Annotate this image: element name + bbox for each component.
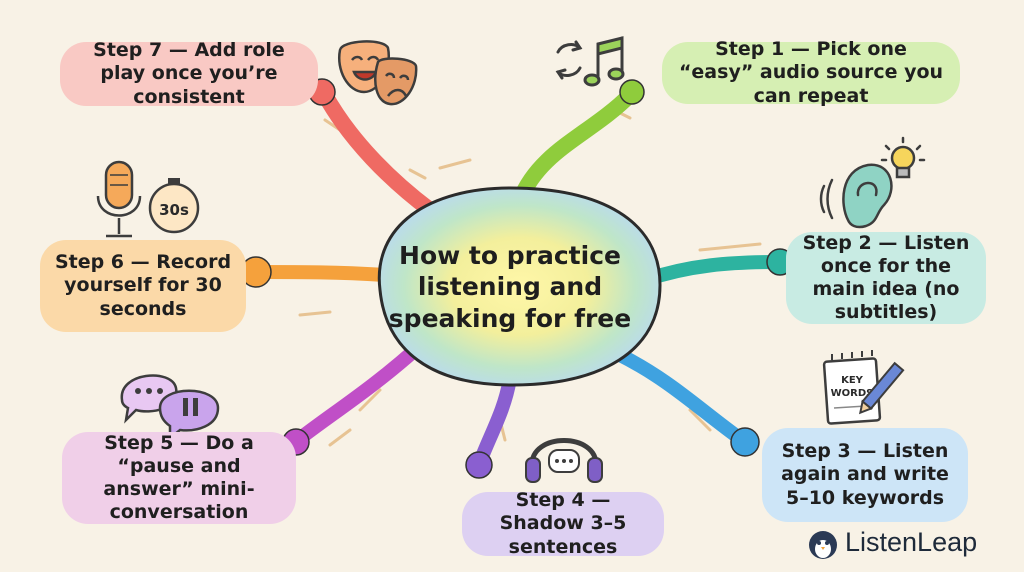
step-3-label: Step 3 — Listen again and write 5–10 key… bbox=[762, 428, 968, 522]
branch-step-4 bbox=[473, 371, 517, 469]
node-step-3 bbox=[730, 427, 760, 457]
brand: ListenLeap bbox=[808, 527, 977, 558]
headphones-icon bbox=[525, 438, 603, 483]
node-step-1 bbox=[619, 79, 645, 105]
branch-step-2 bbox=[638, 255, 785, 287]
theater-masks-icon bbox=[337, 40, 418, 106]
central-topic-title: How to practice listening and speaking f… bbox=[388, 241, 632, 333]
brand-logo-icon bbox=[809, 531, 837, 559]
step-1-label: Step 1 — Pick one “easy” audio source yo… bbox=[662, 38, 960, 107]
keywords-line-2: WORDS bbox=[831, 388, 874, 399]
microphone-timer-icon: 30s bbox=[96, 160, 200, 238]
branch-step-5 bbox=[291, 343, 422, 447]
brand-name: ListenLeap bbox=[845, 527, 978, 557]
timer-label: 30s bbox=[159, 201, 189, 219]
step-4-label: Step 4 — Shadow 3–5 sentences bbox=[462, 489, 664, 558]
branch-step-6 bbox=[251, 265, 392, 282]
central-topic-blob bbox=[377, 186, 662, 387]
step-5-label: Step 5 — Do a “pause and answer” mini-co… bbox=[62, 432, 296, 524]
node-step-4 bbox=[465, 451, 493, 479]
branch-step-3 bbox=[613, 348, 749, 447]
music-note-repeat-icon bbox=[555, 36, 625, 87]
chat-pause-icon bbox=[120, 374, 220, 441]
branch-step-7 bbox=[317, 87, 438, 218]
pause-bubble-icon bbox=[158, 389, 220, 441]
keywords-line-1: KEY bbox=[841, 375, 864, 386]
step-6-label: Step 6 — Record yourself for 30 seconds bbox=[40, 240, 246, 332]
step-7-label: Step 7 — Add role play once you’re consi… bbox=[60, 39, 318, 108]
keywords-notepad-icon: KEY WORDS bbox=[822, 350, 905, 425]
branch-step-1 bbox=[512, 87, 638, 208]
step-2-label: Step 2 — Listen once for the main idea (… bbox=[786, 232, 986, 324]
ear-lightbulb-icon bbox=[819, 136, 926, 229]
pencil-icon bbox=[858, 361, 905, 415]
